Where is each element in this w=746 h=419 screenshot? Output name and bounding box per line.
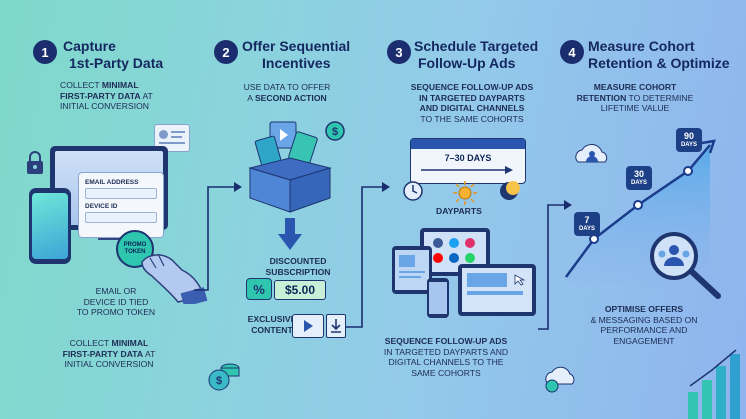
- flow-arrow-3: [538, 200, 572, 330]
- tablet-icon: [392, 246, 432, 294]
- exclusive-content-label: EXCLUSIVE CONTENT: [247, 314, 297, 335]
- sun-icon: [453, 181, 477, 205]
- mobile-phone-icon: [427, 278, 449, 318]
- laptop-icon: [458, 264, 536, 316]
- coins-icon: $: [208, 363, 240, 391]
- step-4-description: MEASURE COHORT RETENTION TO DETERMINE LI…: [576, 82, 694, 113]
- moon-icon: [500, 181, 520, 200]
- calendar-icon: 7–30 DAYS: [410, 138, 526, 184]
- cloud-coins-icon: [545, 366, 575, 393]
- discounted-subscription-label: DISCOUNTED SUBSCRIPTION: [265, 256, 331, 277]
- step-1-caption: EMAIL OR DEVICE ID TIED TO PROMO TOKEN: [76, 286, 156, 317]
- step-2-description: USE DATA TO OFFER A SECOND ACTION: [243, 82, 331, 103]
- step-1-description: COLLECT MINIMAL FIRST-PARTY DATA AT INIT…: [60, 80, 153, 111]
- email-address-field[interactable]: [85, 188, 157, 199]
- download-icon: [326, 314, 346, 338]
- video-play-icon: [292, 314, 324, 338]
- date-range-label: 7–30 DAYS: [444, 153, 492, 163]
- device-id-field[interactable]: [85, 212, 157, 223]
- cohort-magnifier-icon: [650, 232, 721, 299]
- step-3-number: 3: [387, 40, 411, 64]
- step-3-title: Schedule Targeted Follow-Up Ads: [414, 38, 539, 71]
- hand-icon: [141, 253, 208, 304]
- smartphone-icon: [29, 188, 71, 264]
- incentive-box-icon: [248, 121, 332, 213]
- lock-icon: [27, 151, 43, 174]
- down-arrow-icon: [278, 218, 302, 250]
- bar-chart-decoration-icon: [688, 349, 740, 419]
- email-address-label: EMAIL ADDRESS: [85, 179, 139, 186]
- step-4-number: 4: [560, 40, 584, 64]
- percent-badge-icon: %: [246, 278, 272, 300]
- flow-arrow-1: [194, 182, 242, 291]
- dollar-coin-icon: $: [325, 121, 345, 141]
- step-2-title: Offer Sequential Incentives: [242, 38, 351, 71]
- step-2-number: 2: [214, 40, 238, 64]
- price-tag: $5.00: [274, 280, 326, 300]
- step-4-title: Measure Cohort Retention & Optimize: [588, 38, 730, 71]
- flow-arrow-2: [346, 182, 390, 328]
- svg-text:$: $: [216, 375, 222, 387]
- step-1-title: Capture 1st-Party Data: [63, 38, 164, 71]
- clock-icon: [403, 181, 423, 201]
- device-id-label: DEVICE ID: [85, 203, 118, 210]
- step-3-bottom-note: SEQUENCE FOLLOW-UP ADS IN TARGETED DAYPA…: [383, 336, 509, 378]
- audience-cloud-icon: [575, 144, 608, 163]
- step-1-bottom-note: COLLECT MINIMAL FIRST-PARTY DATA AT INIT…: [62, 338, 156, 369]
- dayparts-label: DAYPARTS: [436, 206, 482, 216]
- svg-text:$: $: [332, 126, 338, 138]
- step-3-description: SEQUENCE FOLLOW-UP ADS IN TARGETED DAYPA…: [410, 82, 534, 124]
- step-1-number: 1: [33, 40, 57, 64]
- step-4-bottom-note: OPTIMISE OFFERS & MESSAGING BASED ON PER…: [590, 304, 698, 346]
- data-capture-form: EMAIL ADDRESS DEVICE ID: [78, 172, 164, 238]
